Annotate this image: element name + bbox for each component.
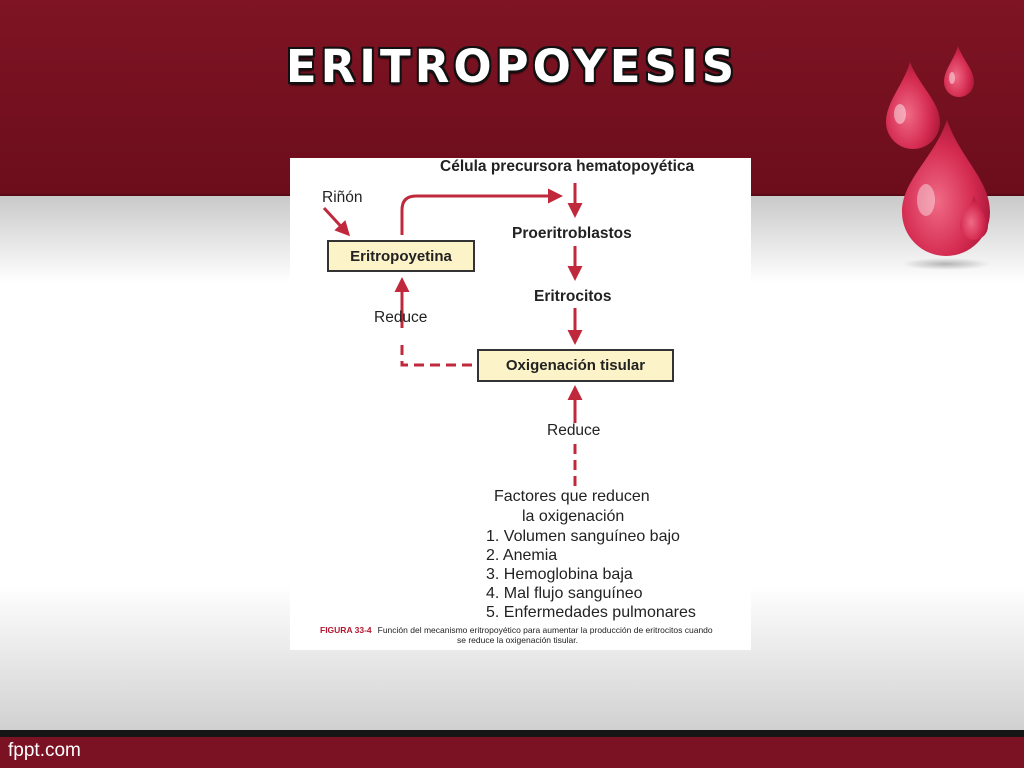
erythropoiesis-figure: Célula precursora hematopoyética Riñón E… [290,158,751,650]
factors-heading: Factores que reducen [494,488,650,505]
erythrocytes-label: Eritrocitos [534,288,612,305]
slide-title: ERITROPOYESIS [285,40,739,93]
oxygenation-feedback-dashed [400,340,472,367]
footer-band [0,737,1024,768]
proerythroblasts-label: Proeritroblastos [512,225,632,242]
drop-shadow [902,258,990,270]
drop-small-icon [944,46,974,97]
factors-heading-2: la oxigenación [522,508,625,525]
factor-item: 5. Enfermedades pulmonares [486,604,696,621]
drop-tiny-icon [960,196,988,240]
figure-caption-text: Función del mecanismo eritropoyético par… [377,625,713,635]
footer-brand: fppt.com [8,740,81,761]
kidney-to-epo-arrow [322,206,351,237]
figure-caption-line-2: se reduce la oxigenación tisular. [457,635,578,645]
figure-arrows [322,183,583,486]
reduce-left-label: Reduce [374,309,428,326]
blood-drops-decoration [886,46,990,270]
factor-item: 1. Volumen sanguíneo bajo [486,528,680,545]
figure-caption-label: FIGURA 33-4 [320,625,372,635]
factor-item: 4. Mal flujo sanguíneo [486,585,643,602]
drop-medium-icon [886,62,940,149]
factor-item: 2. Anemia [486,547,558,564]
epo-stimulus-arrow [400,188,563,235]
footer-divider [0,730,1024,737]
oxygenation-box: Oxigenación tisular [477,349,674,382]
precursor-cell-label: Célula precursora hematopoyética [440,158,695,175]
factor-item: 3. Hemoglobina baja [486,566,633,583]
kidney-label: Riñón [322,189,363,206]
epo-box: Eritropoyetina [327,240,475,272]
figure-caption-line-1: FIGURA 33-4 Función del mecanismo eritrop… [320,625,713,635]
reduce-bottom-label: Reduce [547,422,601,439]
